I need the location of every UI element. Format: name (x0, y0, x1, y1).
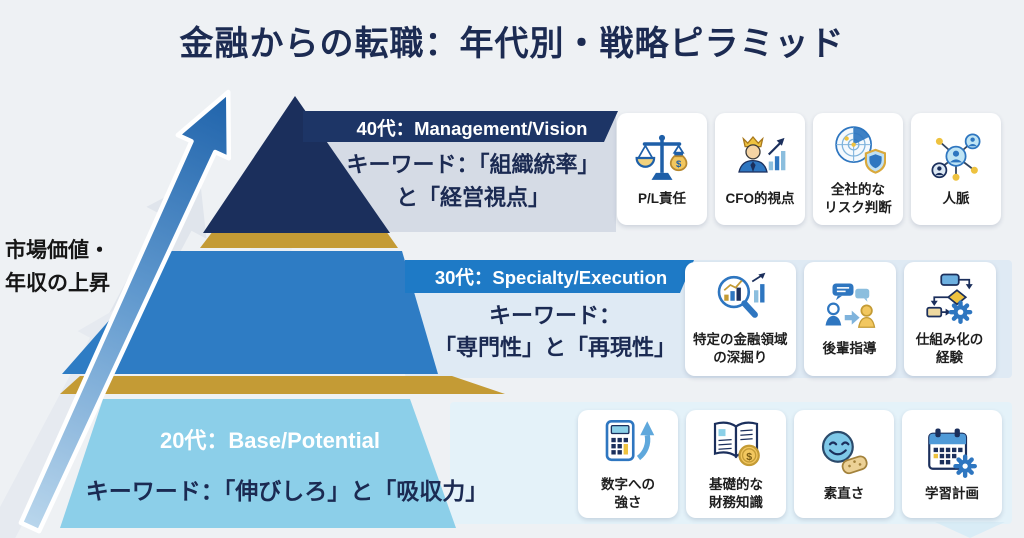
skill-card: 学習計画 (902, 410, 1002, 518)
skill-card: 数字への 強さ (578, 410, 678, 518)
card-row-30s: 特定の金融領域 の深掘り 後輩指導 仕組み化の 経験 (685, 262, 996, 376)
skill-card-label: 数字への 強さ (601, 477, 655, 510)
decorative-notch (935, 522, 1005, 538)
skill-card-label: 全社的な リスク判断 (824, 182, 892, 215)
tier-20s-shape (60, 399, 456, 528)
skill-card: 全社的な リスク判断 (813, 113, 903, 225)
page-title: 金融からの転職：年代別・戦略ピラミッド (179, 25, 845, 63)
tier-20s-banner-label: 20代：Base/Potential (159, 428, 381, 453)
card-row-40s: P/L責任 CFO的視点 全社的な リスク判断 人脈 (617, 113, 1001, 225)
banner-30s-shape (405, 260, 694, 293)
skill-card-label: 人脈 (942, 191, 970, 207)
skill-card-label: 後輩指導 (822, 341, 877, 357)
skill-card: 後輩指導 (803, 262, 896, 376)
calendar-gear-icon (924, 425, 980, 481)
tier-30s-banner-label: 30代：Specialty/Execution (434, 267, 668, 288)
skill-card: CFO的視点 (715, 113, 805, 225)
gold-band-1 (200, 231, 398, 248)
skill-card: 人脈 (911, 113, 1001, 225)
card-row-20s: 数字への 強さ 基礎的な 財務知識 素直さ 学習計画 (578, 410, 1002, 518)
smiley-sponge-icon (816, 425, 872, 481)
book-coin-icon (708, 416, 764, 472)
radar-shield-icon (830, 121, 886, 177)
skill-card: 基礎的な 財務知識 (686, 410, 786, 518)
gold-band-2 (60, 376, 505, 394)
flowchart-gear-icon (922, 271, 978, 327)
cfo-icon (732, 130, 788, 186)
tier-30s-keyword: キーワード： 「専門性」と「再現性」 (433, 303, 676, 360)
skill-card: 特定の金融領域 の深掘り (685, 262, 796, 376)
skill-card: 素直さ (794, 410, 894, 518)
banner-40s-shape (303, 111, 618, 142)
skill-card-label: P/L責任 (637, 191, 686, 207)
mentoring-icon (822, 280, 878, 336)
skill-card-label: CFO的視点 (725, 191, 795, 207)
calculator-arrow-icon (600, 416, 656, 472)
tier-40s-shape (203, 96, 390, 233)
growth-arrow-icon (18, 89, 232, 534)
scale-icon (634, 130, 690, 186)
magnifier-chart-icon (712, 271, 768, 327)
tier-40s-keyword: キーワード：「組織統率」 と「経営視点」 (346, 152, 600, 210)
skill-card: P/L責任 (617, 113, 707, 225)
skill-card: 仕組み化の 経験 (903, 262, 996, 376)
axis-label: 市場価値・ 年収の上昇 (5, 239, 110, 295)
tier-20s-keyword: キーワード：「伸びしろ」と「吸収力」 (85, 478, 489, 504)
tier-40s-banner-label: 40代：Management/Vision (356, 118, 588, 139)
skill-card-label: 学習計画 (925, 486, 979, 502)
skill-card-label: 仕組み化の 経験 (915, 332, 984, 365)
skill-card-label: 基礎的な 財務知識 (709, 477, 763, 510)
skill-card-label: 素直さ (823, 486, 865, 502)
network-icon (928, 130, 984, 186)
skill-card-label: 特定の金融領域 の深掘り (693, 332, 788, 365)
